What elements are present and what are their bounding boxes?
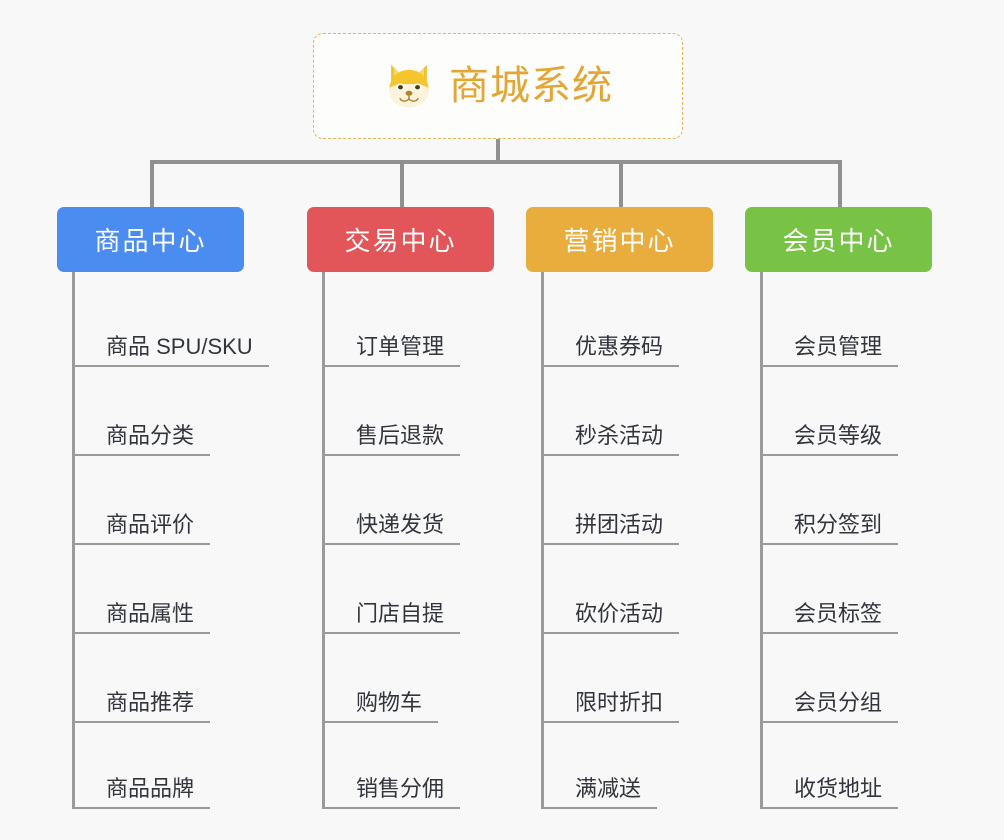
list-item[interactable]: 商品属性	[72, 545, 317, 634]
list-item[interactable]: 商品分类	[72, 367, 317, 456]
root-node-shop-system[interactable]: 商城系统	[313, 33, 683, 139]
leaf-label: 砍价活动	[541, 600, 680, 634]
list-item[interactable]: 会员标签	[760, 545, 985, 634]
branch-product-center: 商品 SPU/SKU 商品分类 商品评价 商品属性 商品推荐 商品品牌	[72, 272, 317, 809]
list-item[interactable]: 快递发货	[322, 456, 547, 545]
list-item[interactable]: 满减送	[541, 723, 766, 809]
connector-root-stem	[496, 139, 500, 163]
branch-trade-center: 订单管理 售后退款 快递发货 门店自提 购物车 销售分佣	[322, 272, 547, 809]
connector-drop-4	[838, 160, 842, 208]
leaf-label: 商品评价	[72, 511, 211, 545]
list-item[interactable]: 销售分佣	[322, 723, 547, 809]
branch-member-center: 会员管理 会员等级 积分签到 会员标签 会员分组 收货地址	[760, 272, 985, 809]
leaf-label: 积分签到	[760, 511, 899, 545]
leaf-label: 会员标签	[760, 600, 899, 634]
category-box-member-center[interactable]: 会员中心	[745, 207, 932, 272]
list-item[interactable]: 商品评价	[72, 456, 317, 545]
leaf-label: 秒杀活动	[541, 422, 680, 456]
leaf-label: 销售分佣	[322, 775, 461, 809]
shiba-dog-icon	[389, 64, 429, 108]
leaf-label: 订单管理	[322, 333, 461, 367]
leaf-label: 满减送	[541, 775, 658, 809]
column-trade-center: 交易中心 订单管理 售后退款 快递发货 门店自提 购物车 销售分佣	[307, 207, 547, 809]
column-product-center: 商品中心 商品 SPU/SKU 商品分类 商品评价 商品属性 商品推荐 商品品牌	[57, 207, 317, 809]
leaf-label: 会员等级	[760, 422, 899, 456]
leaf-label: 购物车	[322, 689, 439, 723]
list-item[interactable]: 砍价活动	[541, 545, 766, 634]
list-item[interactable]: 积分签到	[760, 456, 985, 545]
leaf-label: 商品分类	[72, 422, 211, 456]
category-label: 商品中心	[94, 226, 207, 256]
list-item[interactable]: 会员管理	[760, 278, 985, 367]
list-item[interactable]: 秒杀活动	[541, 367, 766, 456]
list-item[interactable]: 售后退款	[322, 367, 547, 456]
list-item[interactable]: 收货地址	[760, 723, 985, 809]
leaf-label: 商品品牌	[72, 775, 211, 809]
connector-drop-3	[619, 160, 623, 208]
column-marketing-center: 营销中心 优惠券码 秒杀活动 拼团活动 砍价活动 限时折扣 满减送	[526, 207, 766, 809]
leaf-label: 售后退款	[322, 422, 461, 456]
leaf-label: 拼团活动	[541, 511, 680, 545]
list-item[interactable]: 拼团活动	[541, 456, 766, 545]
leaf-label: 商品推荐	[72, 689, 211, 723]
category-box-marketing-center[interactable]: 营销中心	[526, 207, 713, 272]
list-item[interactable]: 优惠券码	[541, 278, 766, 367]
list-item[interactable]: 限时折扣	[541, 634, 766, 723]
list-item[interactable]: 会员等级	[760, 367, 985, 456]
leaf-label: 优惠券码	[541, 333, 680, 367]
list-item[interactable]: 商品品牌	[72, 723, 317, 809]
connector-horizontal-bus	[150, 160, 842, 164]
list-item[interactable]: 会员分组	[760, 634, 985, 723]
list-item[interactable]: 订单管理	[322, 278, 547, 367]
list-item[interactable]: 商品推荐	[72, 634, 317, 723]
category-label: 会员中心	[782, 226, 895, 256]
list-item[interactable]: 购物车	[322, 634, 547, 723]
list-item[interactable]: 商品 SPU/SKU	[72, 278, 317, 367]
connector-drop-2	[400, 160, 404, 208]
connector-drop-1	[150, 160, 154, 208]
leaf-label: 门店自提	[322, 600, 461, 634]
category-label: 营销中心	[563, 226, 676, 256]
leaf-label: 商品 SPU/SKU	[72, 333, 269, 367]
branch-marketing-center: 优惠券码 秒杀活动 拼团活动 砍价活动 限时折扣 满减送	[541, 272, 766, 809]
leaf-label: 快递发货	[322, 511, 461, 545]
column-member-center: 会员中心 会员管理 会员等级 积分签到 会员标签 会员分组 收货地址	[745, 207, 985, 809]
category-box-product-center[interactable]: 商品中心	[57, 207, 244, 272]
leaf-label: 限时折扣	[541, 689, 680, 723]
leaf-label: 会员分组	[760, 689, 899, 723]
category-label: 交易中心	[344, 226, 457, 256]
category-box-trade-center[interactable]: 交易中心	[307, 207, 494, 272]
leaf-label: 会员管理	[760, 333, 899, 367]
list-item[interactable]: 门店自提	[322, 545, 547, 634]
leaf-label: 商品属性	[72, 600, 211, 634]
root-title: 商城系统	[449, 64, 613, 108]
leaf-label: 收货地址	[760, 775, 899, 809]
